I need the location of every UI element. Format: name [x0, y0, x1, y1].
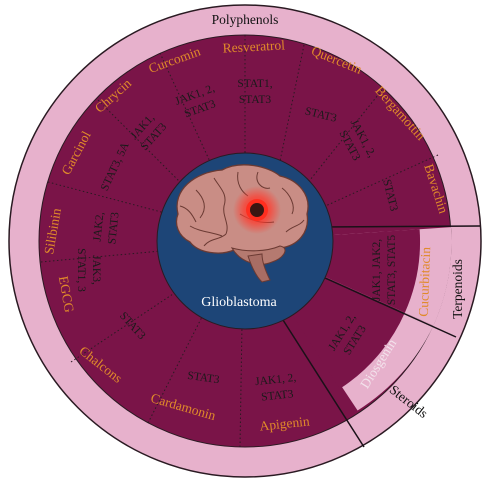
- compound-label: Cucurbitacin: [416, 246, 433, 316]
- compound-label: EGCG: [56, 275, 77, 314]
- class-separators: [282, 225, 481, 448]
- target-label: STAT3, STAT5: [386, 235, 398, 306]
- target-label: STAT1, 3: [75, 248, 87, 292]
- target-label: JAK1, 2,: [255, 372, 297, 388]
- compound-label: Apigenin: [259, 413, 311, 433]
- target-label: JAK3,: [90, 255, 102, 285]
- center-label: Glioblastoma: [201, 295, 277, 310]
- segment-dividers: [40, 35, 439, 448]
- polyphenols-label: Polyphenols: [212, 12, 279, 27]
- target-label: JAK2,: [91, 211, 106, 242]
- compound-label: Resveratrol: [222, 37, 285, 55]
- target-label: STAT3: [239, 94, 272, 106]
- target-label: STAT3: [261, 388, 295, 403]
- target-label: STAT3: [106, 211, 121, 245]
- target-label: STAT1,: [237, 78, 272, 90]
- brain-illustration: [175, 164, 309, 283]
- target-label: STAT3: [187, 370, 221, 386]
- target-label: JAK1, JAK2,: [371, 239, 383, 301]
- terpenoids-label: Terpenoids: [450, 259, 465, 319]
